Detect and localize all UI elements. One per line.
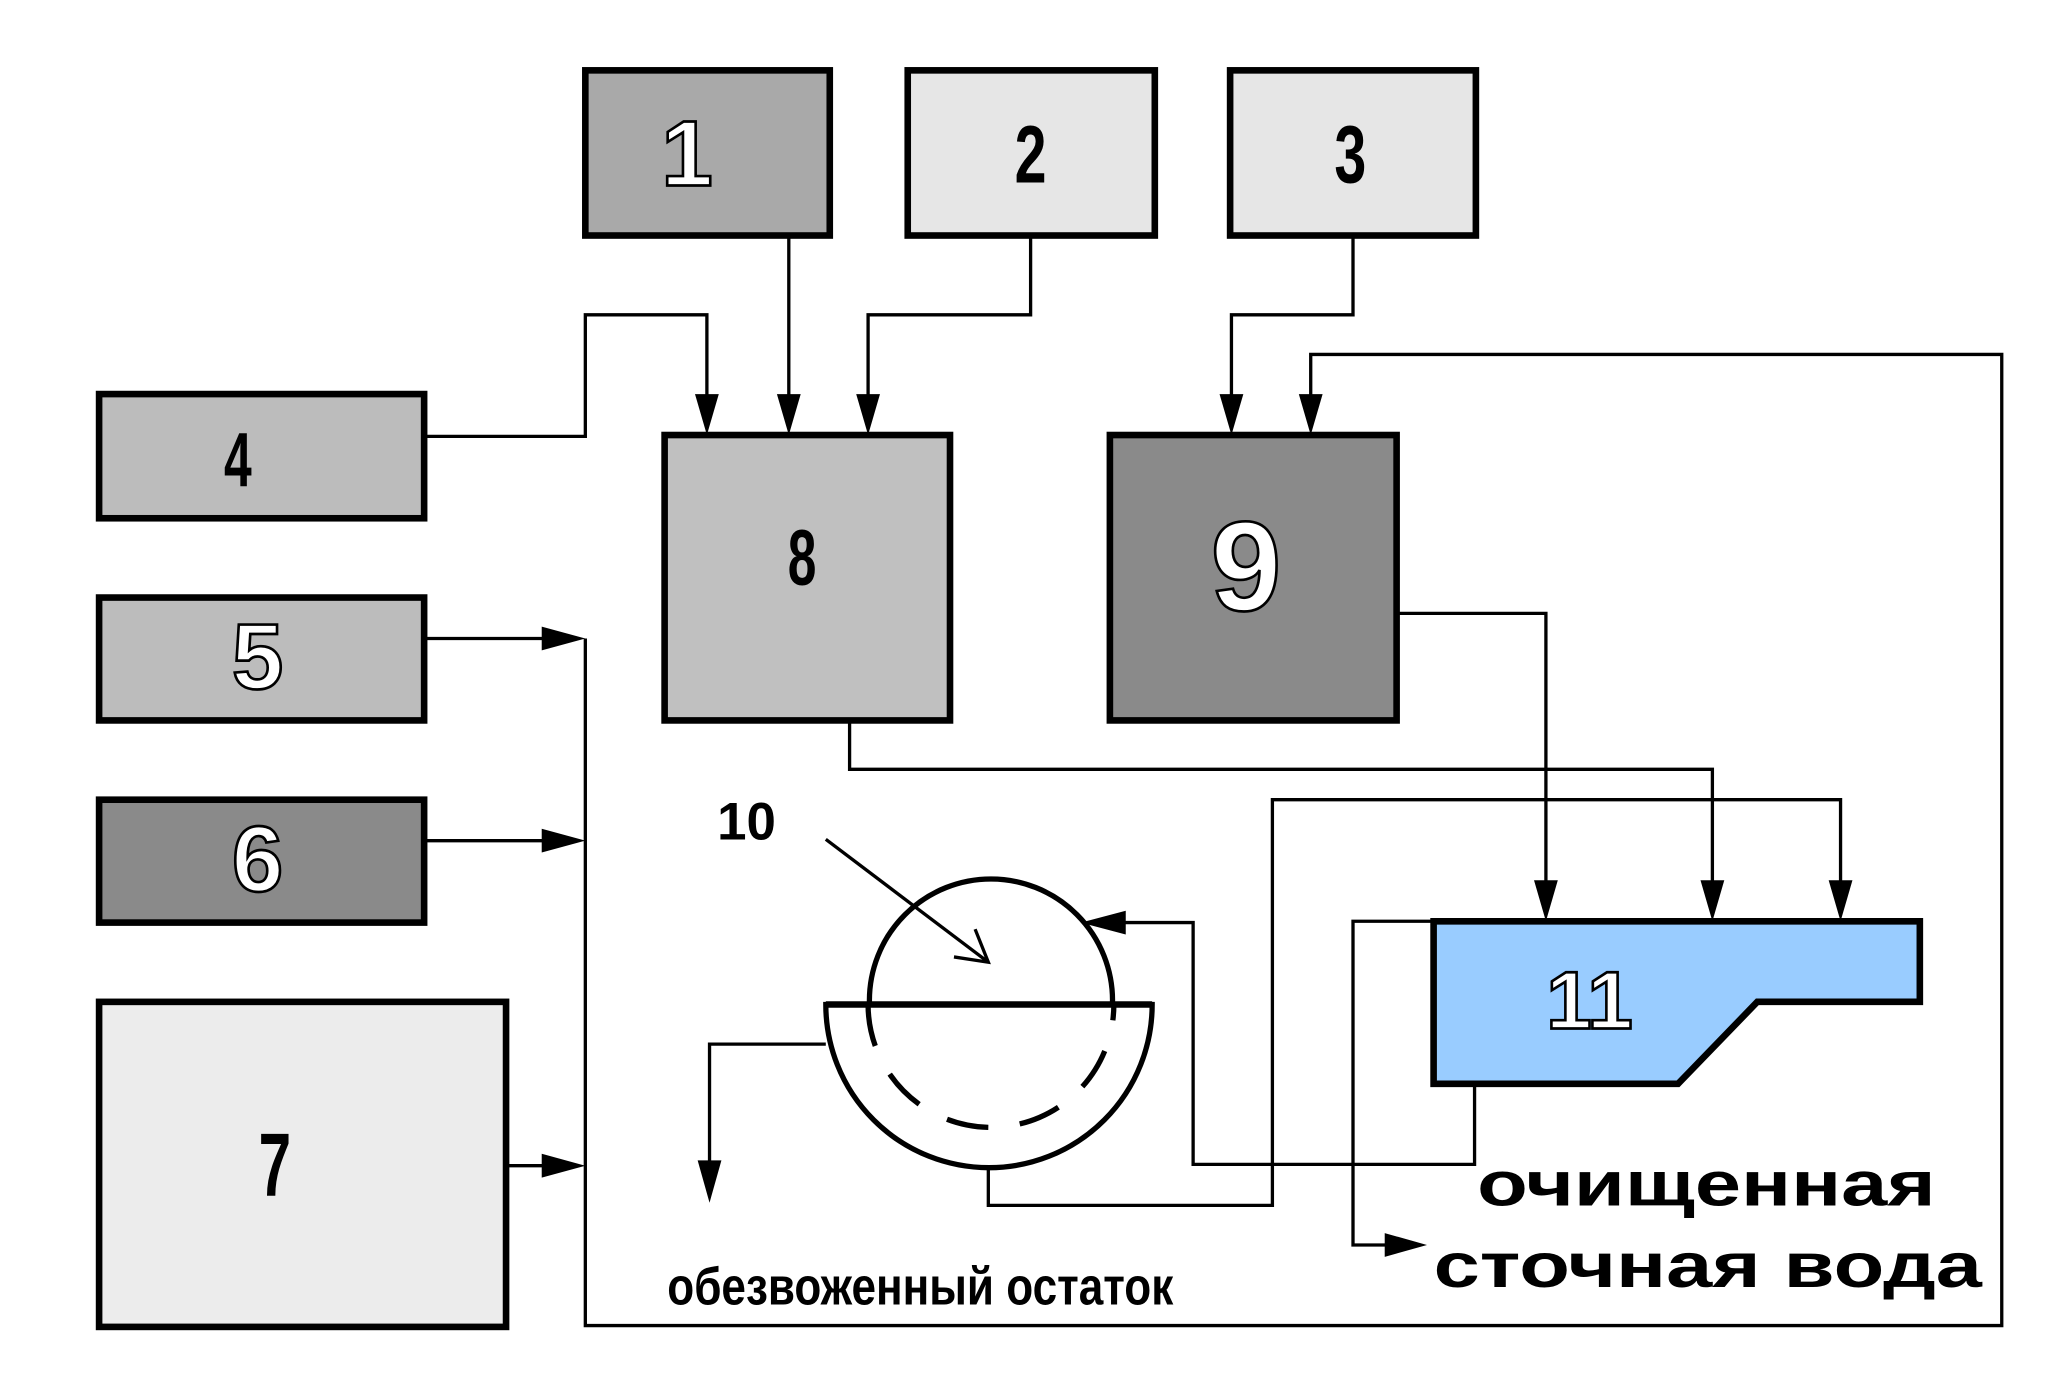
arrow-11-to-10 [1123,920,1477,1167]
block-11-label: 11 [1546,955,1633,1046]
block-2-label: 2 [1015,109,1047,201]
block-9: 9 [1106,431,1400,724]
arrow-8-to-11 [847,720,1715,883]
arrow-2-to-8 [866,235,1033,397]
block-10-drum-filter: 10 [717,792,1155,1171]
arrowhead [1384,1233,1427,1257]
block-1: 1 [582,67,834,239]
arrow-9-to-11 [1396,611,1548,883]
block-7-label: 7 [259,1115,291,1216]
block-8: 8 [661,431,954,724]
block-6: 6 [95,796,428,926]
arrowhead [1534,880,1558,922]
arrowhead [541,626,586,651]
arrowhead [1080,910,1126,935]
arrowhead [697,1160,722,1203]
connectors [424,235,2004,1328]
block-5: 5 [95,594,428,724]
dewatered-residue-label: обезвоженный остаток [667,1257,1174,1316]
treated-water-label-line1: очищенная [1477,1149,1935,1219]
arrowhead [541,1153,586,1178]
arrowhead [856,394,880,436]
block-3-label: 3 [1334,109,1366,201]
arrowhead [953,928,991,965]
block-4: 4 [95,390,428,522]
arrow-11-treated-water [1351,919,1434,1247]
block-10-label: 10 [717,792,776,851]
block-11-tank: 11 [1430,917,1924,1088]
block-2: 2 [904,67,1159,239]
arrow-10-to-11 [986,798,1843,1207]
block-8-label: 8 [788,513,817,602]
treated-water-label-line2: сточная вода [1434,1231,1983,1301]
block-6-label: 6 [232,807,283,911]
arrowhead [1700,880,1725,922]
arrowhead [1828,880,1853,922]
arrow-3-to-9 [1229,235,1355,397]
block-9-label: 9 [1211,496,1282,638]
block-1-label: 1 [661,101,712,205]
feedback-loop-to-9 [583,352,2004,1328]
block-3: 3 [1226,67,1480,239]
arrowhead [1219,394,1244,436]
arrowhead [1298,394,1323,436]
arrowhead [541,828,586,853]
pointer-10 [824,838,990,964]
arrow-dewatered-out [707,1042,826,1164]
arrow-4-to-8 [424,313,709,438]
arrowhead [694,394,719,436]
arrowhead [776,394,801,436]
block-7: 7 [95,998,510,1331]
block-4-label: 4 [224,417,252,504]
block-5-label: 5 [232,605,283,709]
